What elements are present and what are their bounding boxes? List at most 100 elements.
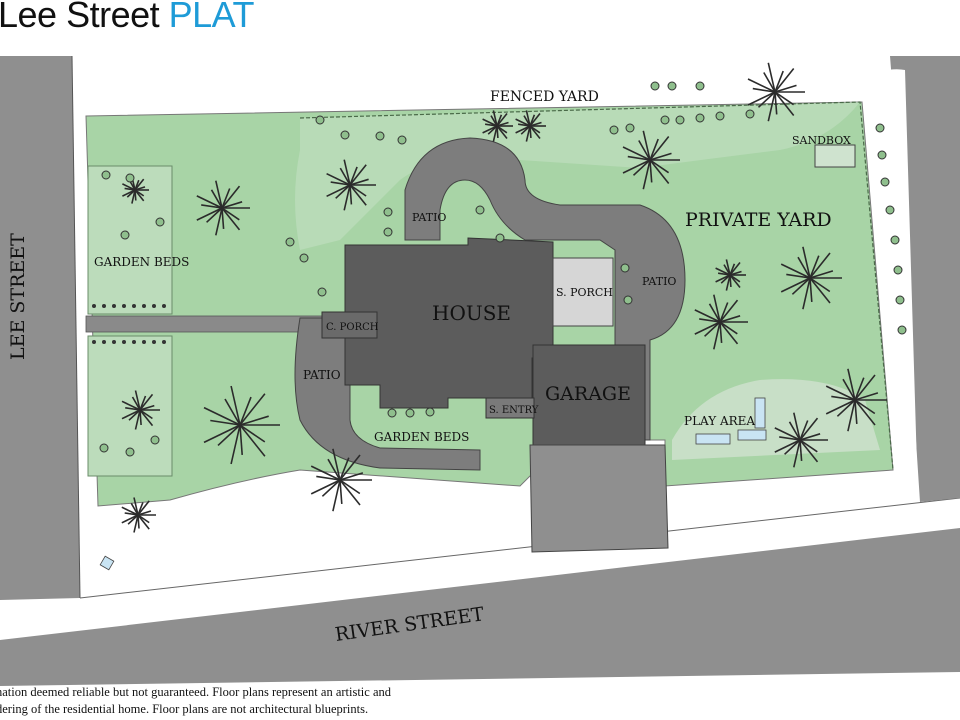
tree-branch [221,201,243,209]
tree-branch [779,436,801,441]
title-accent: PLAT [168,0,255,35]
tree-branch [343,184,351,211]
tree-branch [133,514,139,533]
tree-branch [780,277,811,293]
sandbox [814,144,856,168]
driveway [529,444,669,553]
shrub-icon [99,81,907,457]
tree-branch [649,152,672,161]
shrub [625,123,635,133]
tree-branch [343,159,351,186]
tree-branch [496,121,509,127]
tree-branch [206,207,223,223]
tree-branch [492,125,498,142]
tree-branch [321,479,341,497]
tree-branch [763,72,776,93]
tree-branch [825,385,856,401]
label-fenced-yard: FENCED YARD [490,89,599,105]
tree-branch [221,207,225,229]
tree-branch [137,500,150,516]
label-garden-beds-bottom: GARDEN BEDS [374,430,469,444]
tree-branch [622,146,651,161]
shrub [125,447,135,457]
tree-branch [622,159,651,174]
tree-branch [121,400,141,411]
tree-branch [215,207,223,236]
tree-branch [799,439,803,461]
tree-branch [774,439,801,453]
tree-branch [725,274,731,291]
tree-branch [137,510,152,516]
tree-branch [784,439,801,455]
tree-branch [757,91,776,108]
tree-branch [774,427,801,441]
tree-branch [854,399,876,415]
tree-branch [729,274,741,288]
tree-branch [217,424,241,446]
tree-branch [122,183,136,191]
tree-branch [642,159,651,190]
tree-branch [767,91,776,122]
tree-branch [797,256,811,279]
shrub [897,325,907,335]
c-porch [321,311,378,339]
tree-icon [121,62,887,533]
shrub [375,131,385,141]
tree-branch [139,404,155,411]
tree-branch [239,424,266,457]
tree-branch [349,164,367,186]
tree-branch [715,274,731,283]
tree-branch [649,136,670,161]
tree-branch [339,479,343,504]
shrub [99,443,109,453]
shrub [340,130,350,140]
tree-branch [836,399,856,417]
tree-branch [515,125,531,134]
tree-branch [121,514,139,524]
tree-branch [349,166,358,186]
tree-branch [196,195,223,209]
shrub [620,263,630,273]
tree-branch [482,118,498,127]
shrub [875,123,885,133]
tree-branch [799,417,819,441]
tree-branch [793,412,801,441]
shrub [315,115,325,125]
tree-branch [239,424,266,443]
tree-branch [134,409,141,430]
tree-branch [854,399,858,424]
tree-branch [482,125,498,134]
tree-branch [842,378,856,401]
tree-branch [221,207,240,221]
tree-branch [699,318,721,323]
tree-branch [694,321,721,335]
tree-branch [715,267,731,276]
shrub [745,109,755,119]
tree-branch [799,420,809,441]
tree-branch [230,385,241,426]
shrub [383,227,393,237]
tree-branch [774,84,797,93]
tree-branch [239,393,266,426]
tree-branch [791,277,811,295]
tree-branch [529,113,541,127]
shrub [650,81,660,91]
shrub [667,81,677,91]
tree-branch [330,181,351,186]
tree-branch [327,458,341,481]
tree-branch [719,321,723,343]
s-porch [552,257,614,327]
tree-branch [134,186,146,191]
tree-branch [203,406,241,426]
tree-branch [339,472,364,481]
tree-branch [349,184,367,197]
shrub [425,407,435,417]
tree-branch [496,113,508,127]
tree-branch [649,159,670,184]
tree-branch [713,294,721,323]
tree-branch [725,259,731,276]
tree-branch [210,419,241,426]
tree-branch [774,91,795,116]
shrub [675,115,685,125]
s-entry [485,397,535,419]
